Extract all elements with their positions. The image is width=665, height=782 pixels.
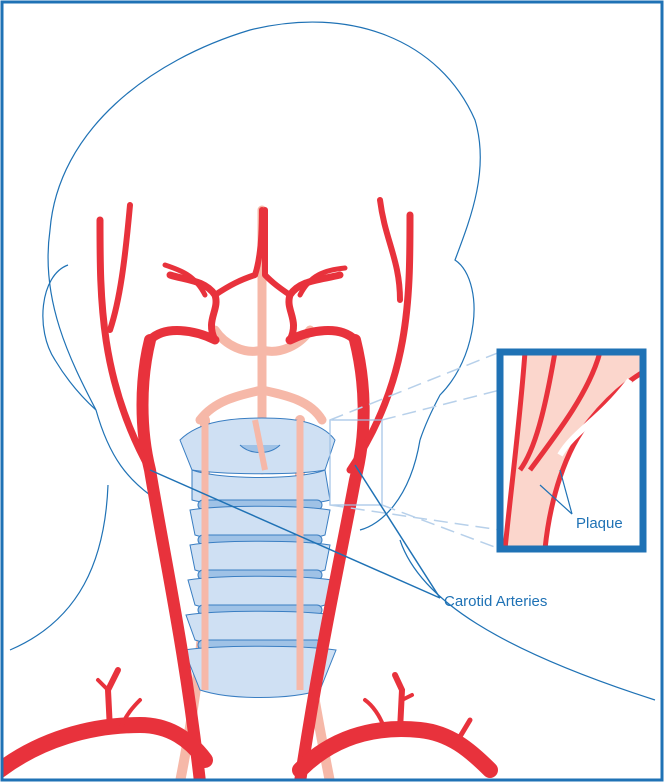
carotid-arteries-label: Carotid Arteries [444,593,547,610]
plaque-label: Plaque [576,515,623,532]
left-ear-outline [43,265,96,410]
right-neck-outline [400,540,655,700]
cervical-spine [180,418,336,698]
left-neck-outline [10,485,108,650]
